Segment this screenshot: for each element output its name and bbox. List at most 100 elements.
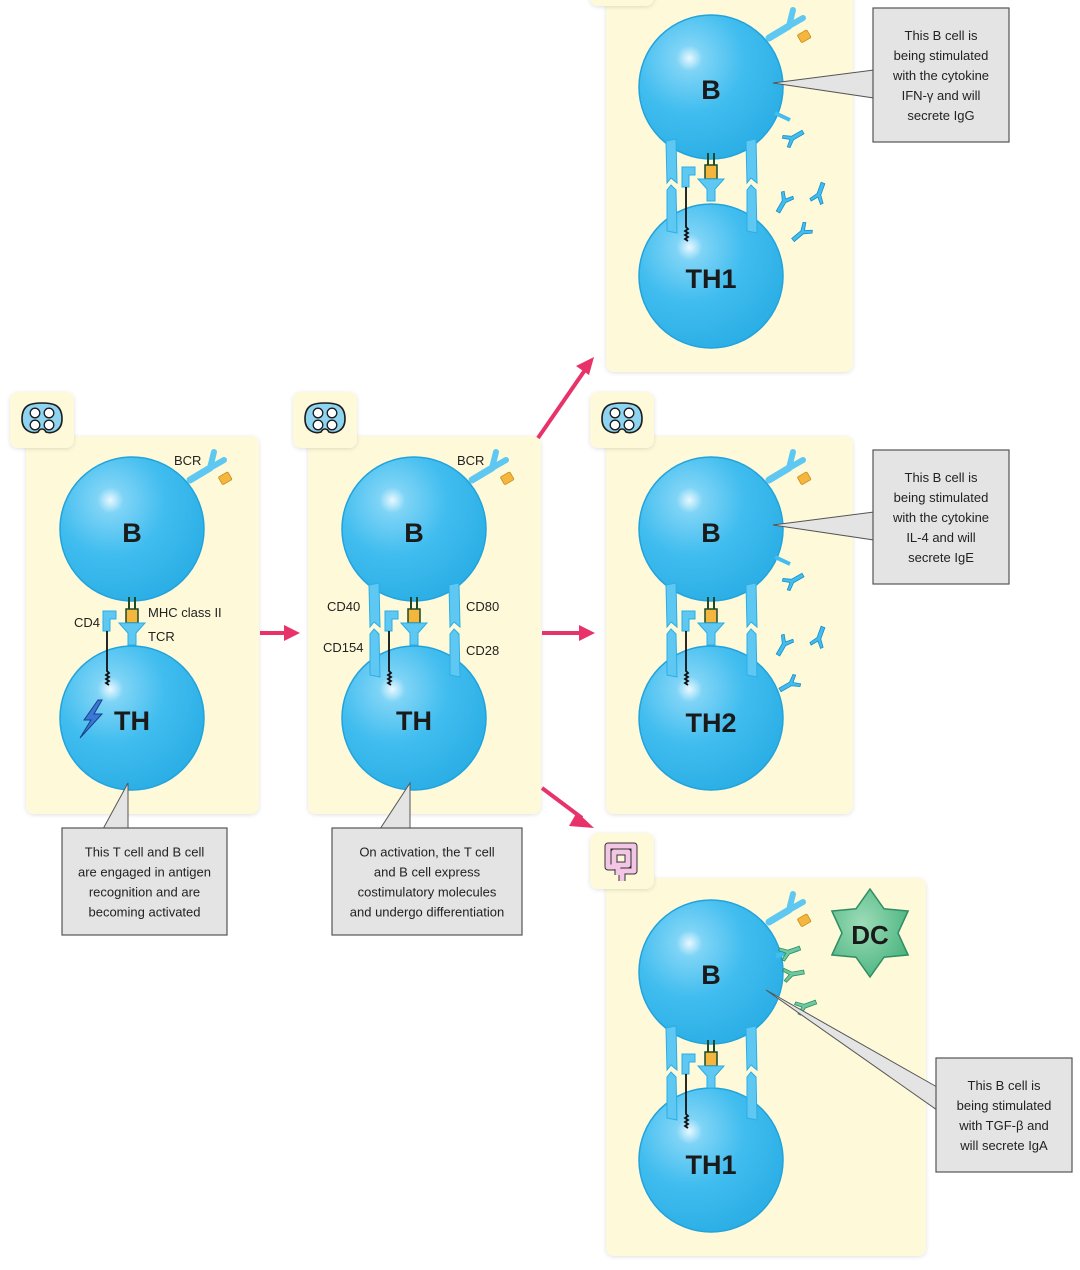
cd28	[746, 1071, 758, 1121]
bcr-receptor	[765, 891, 812, 927]
lymph-node-outline	[21, 402, 63, 434]
bcr-receptor	[765, 7, 812, 43]
lymph-node-outline	[304, 402, 346, 434]
cd4	[681, 166, 696, 188]
th1-panel-b-cell	[638, 14, 784, 160]
cd154	[666, 184, 678, 234]
callout-text-line: secrete IgG	[907, 108, 974, 123]
arrow-stage2-to-th2	[542, 625, 595, 641]
tcr	[696, 622, 726, 646]
bcr-arms	[786, 891, 806, 913]
cd4-label: CD4	[74, 615, 100, 630]
lymph-node-icon	[590, 0, 654, 6]
cd154	[666, 628, 678, 678]
lymph-follicle	[312, 419, 324, 431]
cd80-label: CD80	[466, 599, 499, 614]
callout-box	[61, 827, 228, 936]
arrow-stage1-to-stage2	[260, 625, 300, 641]
immune-synapse	[368, 582, 461, 686]
mhc-class-ii-label: MHC class II	[148, 605, 222, 620]
callout-box	[935, 1057, 1073, 1173]
dendritic-cell	[830, 887, 910, 979]
bcr-stem	[765, 464, 793, 484]
cd4-tail	[683, 631, 690, 686]
icon-badge	[590, 0, 654, 6]
bcr-stem	[765, 22, 793, 42]
cd40-label: CD40	[327, 599, 360, 614]
th2-cell-label: TH2	[685, 708, 736, 738]
lymph-node-icon	[590, 392, 654, 448]
cd80	[745, 1025, 758, 1072]
cd28	[746, 184, 758, 234]
stage1-th-cell	[59, 645, 205, 791]
lymph-follicle	[623, 419, 635, 431]
th1-panel-b-cell-label: B	[701, 75, 721, 105]
arrow-stage2-to-mucosal	[540, 786, 594, 828]
bcr-receptor	[468, 449, 515, 485]
callout-text-line: becoming activated	[88, 905, 200, 920]
tcr	[399, 622, 429, 646]
cd80	[745, 582, 758, 629]
th1-cell	[638, 203, 784, 349]
bcr-receptor	[186, 449, 233, 485]
immune-synapse	[665, 1025, 758, 1129]
callout-stage1: This T cell and B cell are engaged in ant…	[61, 782, 228, 936]
mhc-peptide	[704, 164, 718, 180]
mhc-peptide	[125, 608, 139, 624]
cd28	[449, 628, 461, 678]
immune-synapse	[665, 582, 758, 686]
callout-text-line: with the cytokine	[892, 510, 989, 525]
callout-text-line: and B cell express	[374, 865, 481, 880]
callout-text-line: IFN-γ and will	[902, 88, 981, 103]
stage2-b-cell	[341, 456, 487, 602]
stage2-th-cell-label: TH	[396, 706, 432, 736]
cd4-tail	[683, 1074, 690, 1129]
stage1-b-cell	[59, 456, 205, 602]
lymph-follicle	[609, 407, 621, 419]
antigen	[218, 471, 233, 485]
dendritic-cell-label: DC	[851, 920, 889, 950]
lymph-follicle	[29, 407, 41, 419]
cd4	[102, 610, 117, 632]
callout-text-line: will secrete IgA	[959, 1138, 1048, 1153]
stage2-th-cell	[341, 645, 487, 791]
callout-text-line: On activation, the T cell	[359, 845, 494, 860]
cd4	[681, 610, 696, 632]
callout-text-line: recognition and are	[89, 885, 200, 900]
bcr-arms	[489, 449, 509, 471]
callout-text-line: This T cell and B cell	[85, 845, 205, 860]
mucosal-panel-b-cell	[638, 899, 784, 1045]
tcr	[696, 178, 726, 202]
callout-text-line: being stimulated	[957, 1098, 1052, 1113]
callout-text-line: costimulatory molecules	[358, 885, 497, 900]
callout-text-line: secrete IgE	[908, 550, 974, 565]
lightning-bolt-icon	[79, 699, 104, 739]
lymph-follicle	[29, 419, 41, 431]
lymph-node-icon	[10, 392, 74, 448]
cd40	[368, 582, 381, 629]
lymph-follicle	[326, 407, 338, 419]
cd40	[665, 1025, 678, 1072]
antibody-fragment	[774, 555, 791, 566]
th1-cell-label: TH1	[685, 264, 736, 294]
cd28	[746, 628, 758, 678]
callout-text-line: with TGF-β and	[958, 1118, 1049, 1133]
mhc-peptide	[704, 1051, 718, 1067]
bcr-stem	[468, 464, 496, 484]
cd80	[448, 582, 461, 629]
callout-text-line: IL-4 and will	[906, 530, 975, 545]
lymph-follicle	[609, 419, 621, 431]
bcr-arms	[207, 449, 227, 471]
callout-text-line: are engaged in antigen	[78, 865, 211, 880]
lymph-follicle	[43, 407, 55, 419]
callout-box	[331, 827, 523, 936]
callout-text-line: This B cell is	[905, 28, 978, 43]
callout-text-line: This B cell is	[968, 1078, 1041, 1093]
tcr	[117, 622, 147, 646]
callout-mucosal: This B cell is being stimulated with TGF-β…	[765, 989, 1073, 1173]
immune-synapse	[102, 597, 147, 686]
intestine-fill	[605, 843, 637, 881]
